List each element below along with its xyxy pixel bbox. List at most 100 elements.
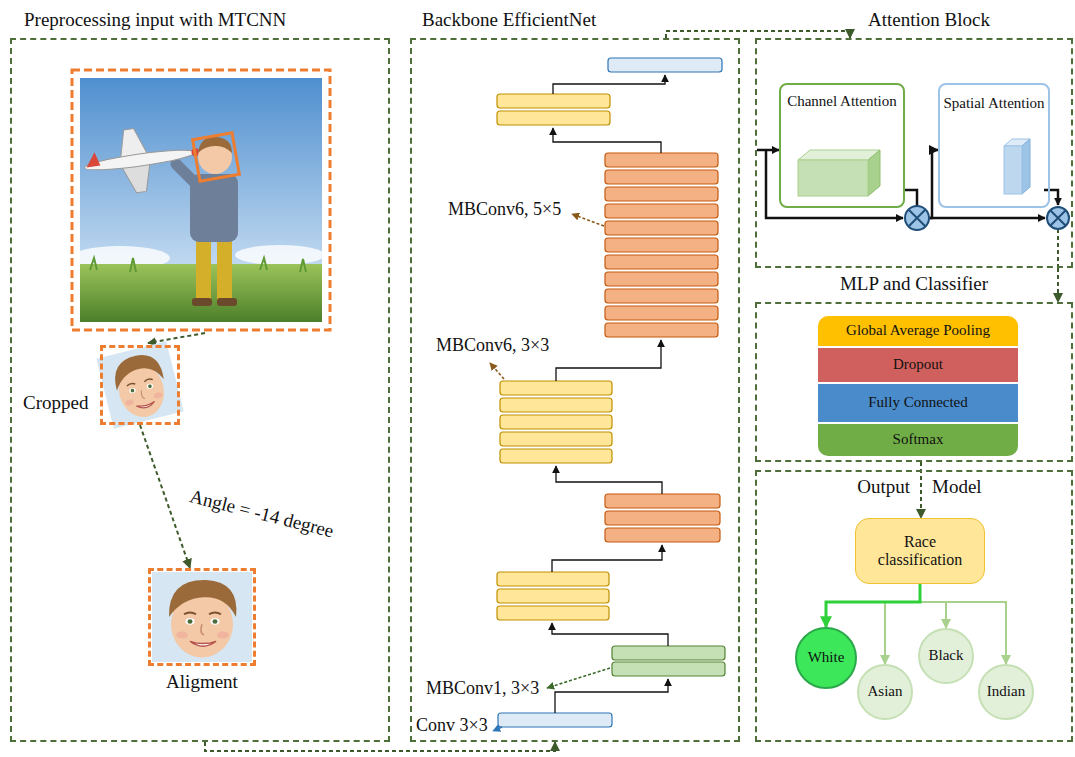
input-photo [70, 70, 330, 343]
mbconv-layer [500, 398, 612, 412]
mbconv-layer [500, 415, 612, 429]
stage-panel: Output ModelRace classificationWhiteAsian… [755, 470, 1073, 742]
mbconv-layer [605, 494, 720, 508]
connector [920, 584, 946, 628]
leader-arrow [547, 668, 610, 688]
mbconv-layer [605, 221, 718, 235]
cloud [235, 245, 325, 265]
mbconv-layer [497, 572, 609, 586]
face-picture [152, 572, 252, 662]
cuboid-side [868, 150, 880, 196]
connector [666, 31, 850, 38]
cropped-face [96, 341, 183, 428]
input-line [757, 149, 779, 152]
box-label: Dropout [893, 356, 943, 373]
aligned-face [152, 572, 252, 662]
face-box [193, 133, 240, 181]
layer-bar: Global Average Pooling [818, 316, 1018, 346]
multiply-cross [909, 210, 925, 226]
mbconv-layer [497, 111, 610, 125]
class-circle: Indian [978, 664, 1034, 720]
box-label: White [808, 649, 845, 666]
boy-arm [176, 164, 196, 184]
mbconv-layer [500, 449, 612, 463]
conv-layer [608, 58, 722, 72]
box-label: Channel Attention [787, 93, 897, 110]
cuboid-top [798, 150, 880, 160]
class-circle: Asian [857, 664, 913, 720]
stage-panel: MLP and ClassifierGlobal Average Pooling… [755, 302, 1073, 462]
layer-arrow [556, 466, 662, 494]
stage-panel: Attention BlockChannel AttentionSpatial … [755, 38, 1073, 268]
mbconv-layer [605, 289, 718, 303]
panel-heading: Output [857, 476, 910, 498]
multiply-cross [1051, 211, 1066, 226]
mbconv-layer [500, 381, 612, 395]
attention-box: Channel Attention [779, 83, 905, 208]
edge-label: Angle = -14 degree [187, 486, 335, 542]
box-label: Fully Connected [868, 394, 968, 411]
efficientnet-layers [490, 58, 725, 731]
box-label: Global Average Pooling [846, 322, 990, 339]
output-box: Race classification [855, 518, 985, 584]
panel-heading: Preprocessing input with MTCNN [24, 9, 286, 31]
panel-heading: Backbone EfficientNet [422, 9, 596, 31]
output-line [1044, 190, 1058, 205]
photo-sky [80, 78, 322, 322]
mbconv-layer [605, 153, 718, 167]
mbconv-layer [497, 94, 610, 108]
leader-arrow [493, 727, 502, 731]
box-label: Asian [868, 683, 903, 700]
connector [826, 584, 920, 627]
mbconv-layer [605, 170, 718, 184]
boy-shoe [217, 298, 237, 306]
cuboid-front [798, 160, 868, 196]
connector [140, 425, 190, 568]
conv-layer [498, 713, 612, 727]
callout-label: MBConv1, 3×3 [426, 679, 539, 699]
layer-arrow [556, 340, 661, 381]
flow-arrow [148, 333, 205, 343]
class-circle: Black [918, 628, 974, 684]
mbconv-layer [605, 511, 720, 525]
photo-frame [72, 70, 330, 330]
mbconv-layer [497, 589, 609, 603]
plane-tail [85, 152, 101, 168]
connector [920, 584, 1006, 664]
mbconv-layer [605, 306, 718, 320]
mbconv-layer [612, 662, 725, 676]
skip-line [929, 217, 1045, 220]
layer-arrow [553, 128, 661, 153]
attention-wiring [757, 139, 1069, 268]
panel-heading: Attention Block [868, 9, 990, 31]
boy-leg [217, 236, 232, 300]
boy-leg [196, 236, 211, 300]
toy-plane [80, 120, 204, 200]
leader-arrow [490, 363, 504, 379]
box-label: Race classification [870, 533, 970, 570]
layer-arrow [552, 623, 668, 646]
mbconv-layer [500, 432, 612, 446]
multiply-symbol [1047, 207, 1069, 229]
layer-arrow [555, 679, 668, 713]
box-label: Black [929, 647, 964, 664]
connector [885, 584, 920, 664]
panel-heading: Model [932, 476, 982, 498]
stage-panel: Preprocessing input with MTCNNCroppedAli… [10, 38, 390, 742]
mbconv-layer [605, 255, 718, 269]
layer-arrow [552, 545, 662, 572]
stage-panel: Backbone EfficientNet [410, 38, 740, 742]
class-circle: White [795, 627, 857, 689]
connector [205, 742, 555, 751]
panel-heading: MLP and Classifier [757, 273, 1071, 295]
cuboid-side [1022, 139, 1030, 194]
image-caption: Aligment [151, 671, 253, 693]
multiply-symbol [905, 206, 929, 230]
mbconv-layer [497, 606, 609, 620]
connector [1057, 268, 1059, 302]
callout-label: MBConv6, 3×3 [436, 336, 549, 356]
boy-shoe [192, 298, 212, 306]
box-label: Spatial Attention [943, 95, 1044, 112]
leader-arrow [572, 214, 604, 226]
